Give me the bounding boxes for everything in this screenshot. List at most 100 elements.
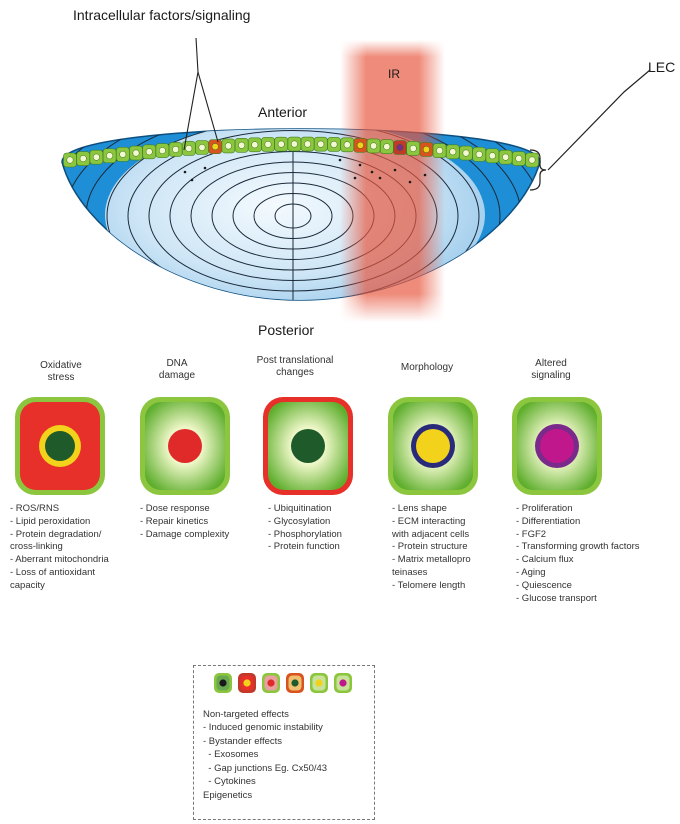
cell-nucleus (370, 143, 376, 149)
list-item: - Lipid peroxidation (10, 516, 109, 529)
category-cells (15, 397, 602, 495)
legend-item: - Gap junctions Eg. Cx50/43 (203, 762, 327, 775)
morphology-list: - Lens shape - ECM interacting with adja… (392, 503, 471, 593)
cell-nucleus (133, 150, 139, 156)
legend-item: Epigenetics (203, 789, 327, 802)
cell-nucleus (278, 141, 284, 147)
list-item: - Quiescence (516, 580, 640, 593)
cell-nucleus (93, 154, 99, 160)
category-title-dna-damage: DNA damage (118, 358, 236, 381)
posterior-label: Posterior (258, 323, 314, 338)
damage-dot (394, 169, 397, 172)
post-translational-list: - Ubiquitination - Glycosylation - Phosp… (268, 503, 342, 554)
lec-bracket (530, 70, 650, 190)
cell-nucleus (357, 142, 363, 148)
damage-dot (371, 171, 374, 174)
cell-nucleus (199, 144, 205, 150)
lens (44, 89, 542, 344)
list-item: - Phosphorylation (268, 529, 342, 542)
category-title-morphology: Morphology (368, 362, 486, 374)
cell-nucleus (238, 142, 244, 148)
legend-item: Non-targeted effects (203, 708, 327, 721)
damage-dot (339, 159, 342, 162)
list-item: - Lens shape (392, 503, 471, 516)
cell-nucleus (344, 142, 350, 148)
cell-nucleus (489, 153, 495, 159)
list-item: - Telomere length (392, 580, 471, 593)
list-item: - Glycosylation (268, 516, 342, 529)
legend-item: - Cytokines (203, 775, 327, 788)
cell-nucleus (159, 147, 165, 153)
cell-nucleus (529, 157, 535, 163)
category-title-post-translational: Post translational changes (236, 355, 354, 378)
cell-nucleus (384, 143, 390, 149)
cell-nucleus (168, 429, 202, 463)
anterior-label: Anterior (258, 105, 307, 120)
list-item: - ROS/RNS (10, 503, 109, 516)
list-item: - Aging (516, 567, 640, 580)
damage-dot (204, 167, 207, 170)
damage-dot (379, 177, 382, 180)
intracellular-label: Intracellular factors/signaling (73, 8, 250, 23)
damage-dot (359, 164, 362, 167)
dna-damage-list: - Dose response - Repair kinetics - Dama… (140, 503, 229, 541)
list-item: - Dose response (140, 503, 229, 516)
legend-item: - Bystander effects (203, 735, 327, 748)
damage-dot (184, 171, 187, 174)
cell-nucleus (423, 146, 429, 152)
cell-nucleus (436, 147, 442, 153)
cell-nucleus (463, 150, 469, 156)
cell-nucleus (265, 141, 271, 147)
list-item: - Matrix metallopro teinases (392, 554, 471, 580)
cell-nucleus (410, 145, 416, 151)
cell-nucleus (45, 431, 75, 461)
cell-nucleus (120, 151, 126, 157)
list-item: - Calcium flux (516, 554, 640, 567)
cell-nucleus (397, 144, 403, 150)
cell-nucleus (291, 429, 325, 463)
cell-nucleus (67, 157, 73, 163)
list-item: - Ubiquitination (268, 503, 342, 516)
category-title-altered-signaling: Altered signaling (492, 358, 610, 381)
cell-nucleus (186, 145, 192, 151)
legend-item: - Exosomes (203, 748, 327, 761)
list-item: - Protein function (268, 541, 342, 554)
cell-nucleus (476, 151, 482, 157)
cell-nucleus (450, 149, 456, 155)
cell-nucleus (291, 141, 297, 147)
list-item: - Differentiation (516, 516, 640, 529)
damage-dot (191, 179, 194, 182)
legend-item: - Induced genomic instability (203, 721, 327, 734)
list-item: - FGF2 (516, 529, 640, 542)
cell-nucleus (502, 154, 508, 160)
list-item: - Loss of antioxidant capacity (10, 567, 109, 593)
legend-list: Non-targeted effects - Induced genomic i… (203, 708, 327, 802)
list-item: - Protein degradation/ cross-linking (10, 529, 109, 555)
cell-nucleus (80, 155, 86, 161)
list-item: - Glucose transport (516, 593, 640, 606)
list-item: - ECM interacting with adjacent cells (392, 516, 471, 542)
cell-nucleus (225, 143, 231, 149)
cell-nucleus (252, 142, 258, 148)
cell-nucleus (172, 146, 178, 152)
cell-nucleus (416, 429, 450, 463)
ir-label: IR (388, 68, 400, 81)
damage-dot (354, 177, 357, 180)
altered-signaling-list: - Proliferation - Differentiation - FGF2… (516, 503, 640, 606)
list-item: - Damage complexity (140, 529, 229, 542)
damage-dot (424, 174, 427, 177)
list-item: - Protein structure (392, 541, 471, 554)
list-item: - Repair kinetics (140, 516, 229, 529)
cell-nucleus (146, 149, 152, 155)
cell-nucleus (304, 141, 310, 147)
cell-nucleus (540, 429, 574, 463)
cell-nucleus (516, 155, 522, 161)
list-item: - Transforming growth factors (516, 541, 640, 554)
damage-dot (409, 181, 412, 184)
oxidative-stress-list: - ROS/RNS - Lipid peroxidation - Protein… (10, 503, 109, 593)
cell-nucleus (318, 141, 324, 147)
cell-nucleus (331, 141, 337, 147)
list-item: - Aberrant mitochondria (10, 554, 109, 567)
cell-nucleus (212, 143, 218, 149)
ir-beam (340, 40, 445, 322)
